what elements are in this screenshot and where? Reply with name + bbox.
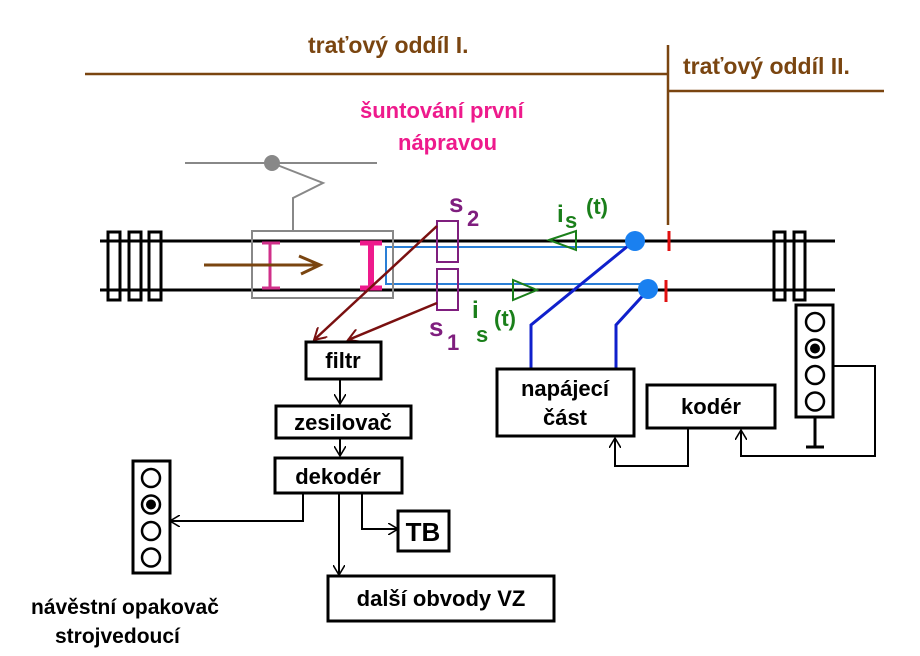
pantograph-contact bbox=[264, 155, 280, 171]
current-top-subscript: s bbox=[565, 208, 577, 233]
sleeper bbox=[147, 230, 163, 302]
power-supply-label-line1: napájecí bbox=[521, 376, 610, 401]
section-2-label: traťový oddíl II. bbox=[683, 53, 850, 79]
signal-lamp bbox=[804, 391, 826, 412]
shunt-label-line1: šuntování první bbox=[360, 98, 525, 123]
section-1-label: traťový oddíl I. bbox=[308, 32, 469, 58]
signal-lamp bbox=[804, 364, 826, 386]
rails bbox=[100, 239, 835, 292]
current-top-argument: (t) bbox=[586, 194, 608, 219]
sleeper bbox=[772, 230, 787, 302]
sleepers-right bbox=[772, 230, 807, 302]
current-bottom-argument: (t) bbox=[494, 306, 516, 331]
other-circuits-block bbox=[326, 574, 556, 623]
pickup-wire-s1 bbox=[348, 301, 438, 340]
pantograph bbox=[185, 155, 377, 231]
coder-label: kodér bbox=[681, 394, 741, 419]
current-top-label: i bbox=[557, 201, 564, 228]
sensor-s2-subscript: 2 bbox=[467, 206, 479, 231]
signal-lamp-lit-dot bbox=[146, 499, 156, 510]
cab-signal bbox=[131, 459, 172, 575]
coder-block bbox=[645, 383, 777, 430]
amplifier-block bbox=[274, 404, 413, 440]
coder-to-supply-connector bbox=[615, 428, 689, 467]
trackside-signal bbox=[794, 303, 835, 449]
decoder-block bbox=[273, 456, 404, 495]
shunt-label-line2: nápravou bbox=[398, 130, 497, 155]
cab-signal-caption-line1: návěstní opakovač bbox=[31, 596, 219, 619]
tb-label: TB bbox=[406, 517, 441, 547]
decoder-label: dekodér bbox=[295, 464, 381, 489]
decoder-to-cab-signal-arrow bbox=[170, 493, 304, 521]
current-bottom-subscript: s bbox=[476, 322, 488, 347]
amplifier-label: zesilovač bbox=[294, 410, 392, 435]
current-bottom-label: i bbox=[472, 297, 479, 324]
signal-to-coder-connector bbox=[741, 365, 876, 457]
feed-point-bottom bbox=[638, 279, 658, 299]
sleepers-left bbox=[106, 230, 163, 302]
sleeper bbox=[106, 230, 122, 302]
direction-arrow bbox=[204, 254, 324, 276]
sleeper bbox=[792, 230, 807, 302]
cab-signal-caption-line2: strojvedoucí bbox=[55, 625, 181, 648]
signal-lamp bbox=[140, 520, 162, 542]
section-lines bbox=[85, 45, 884, 225]
feed-wire-bottom bbox=[614, 288, 650, 368]
power-supply-block bbox=[495, 367, 636, 438]
feed-point-top bbox=[625, 231, 645, 251]
filter-label: filtr bbox=[325, 348, 361, 373]
sensor-s1 bbox=[436, 268, 459, 311]
pantograph-arm bbox=[271, 162, 326, 231]
current-direction-left-icon bbox=[545, 229, 577, 252]
sensor-s1-subscript: 1 bbox=[447, 330, 459, 355]
current-loop bbox=[385, 246, 648, 285]
other-circuits-label: další obvody VZ bbox=[357, 586, 526, 611]
feed-wire-top bbox=[529, 239, 635, 368]
filter-block bbox=[304, 340, 383, 381]
current-direction-right-icon bbox=[512, 278, 540, 302]
decoder-to-tb-arrow bbox=[361, 493, 398, 529]
power-supply-label-line2: část bbox=[543, 405, 588, 430]
signal-lamp bbox=[804, 311, 826, 333]
sensor-s1-label: s bbox=[429, 312, 443, 342]
tb-block bbox=[396, 509, 451, 553]
signal-lamp-lit-dot bbox=[810, 343, 820, 354]
sleeper bbox=[127, 230, 143, 302]
sensor-s2-label: s bbox=[449, 188, 463, 218]
sensor-s2 bbox=[436, 220, 459, 263]
signal-lamp bbox=[140, 467, 162, 489]
pickup-wire-s2 bbox=[314, 225, 438, 340]
signal-lamp bbox=[140, 547, 162, 568]
